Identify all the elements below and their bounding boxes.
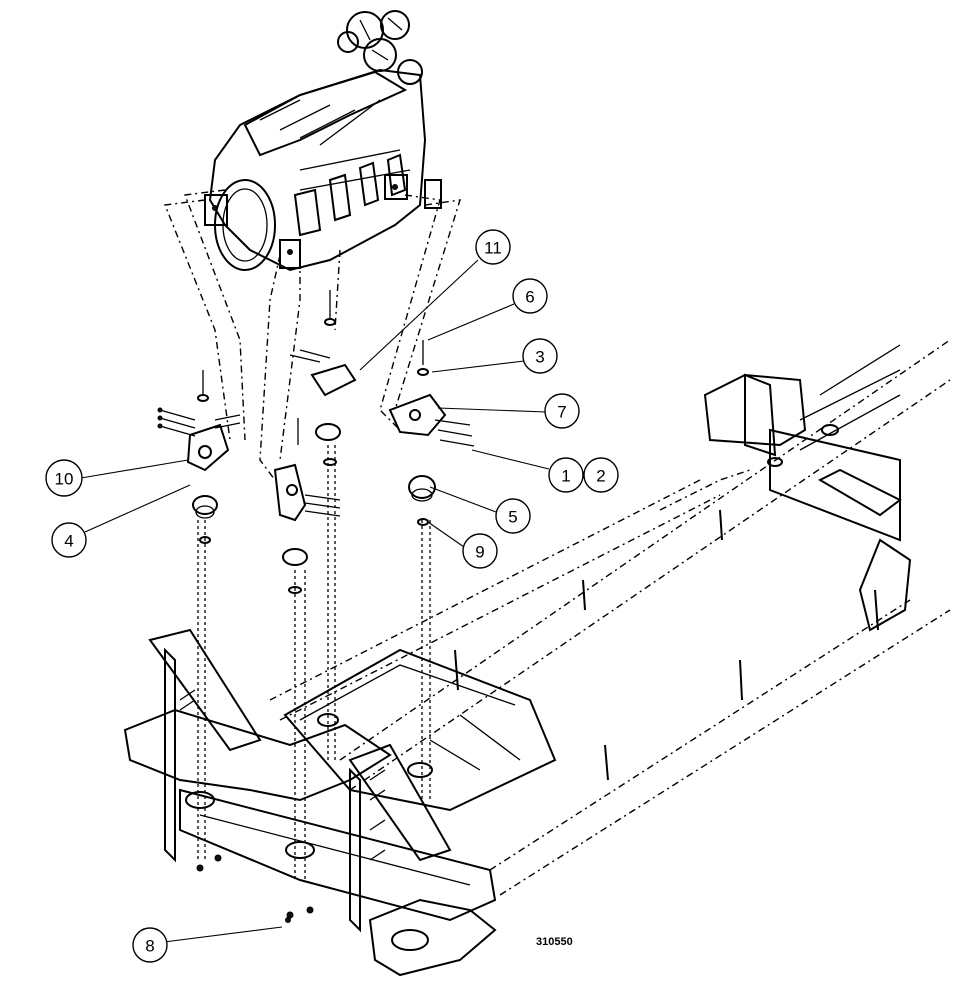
svg-text:4: 4 [64, 532, 73, 551]
svg-text:8: 8 [145, 937, 154, 956]
svg-text:6: 6 [525, 288, 534, 307]
engine-block [204, 10, 442, 272]
svg-text:1: 1 [561, 467, 570, 486]
svg-text:7: 7 [557, 403, 566, 422]
phantom-lines [164, 189, 461, 481]
mount-bracket-left [157, 370, 241, 472]
isolators [192, 423, 436, 880]
svg-text:10: 10 [55, 470, 74, 489]
callout-2: 2 [583, 457, 619, 493]
svg-text:2: 2 [596, 467, 605, 486]
callout-4: 4 [51, 522, 87, 558]
callout-10: 10 [45, 459, 83, 497]
drawing-number: 310550 [536, 936, 573, 948]
callout-7: 7 [544, 393, 580, 429]
svg-text:5: 5 [508, 508, 517, 527]
callout-1: 1 [548, 457, 584, 493]
callout-5: 5 [495, 498, 531, 534]
callout-6: 6 [512, 278, 548, 314]
svg-text:11: 11 [484, 239, 502, 258]
callout-11: 11 [475, 229, 511, 265]
callout-leaders [80, 259, 550, 943]
callout-3: 3 [522, 338, 558, 374]
chassis-frame [123, 339, 951, 977]
mount-bracket-center [273, 290, 357, 522]
mount-bracket-right [388, 340, 475, 447]
callout-8: 8 [132, 927, 168, 963]
svg-text:9: 9 [475, 543, 484, 562]
callout-9: 9 [462, 533, 498, 569]
svg-text:3: 3 [535, 348, 544, 367]
